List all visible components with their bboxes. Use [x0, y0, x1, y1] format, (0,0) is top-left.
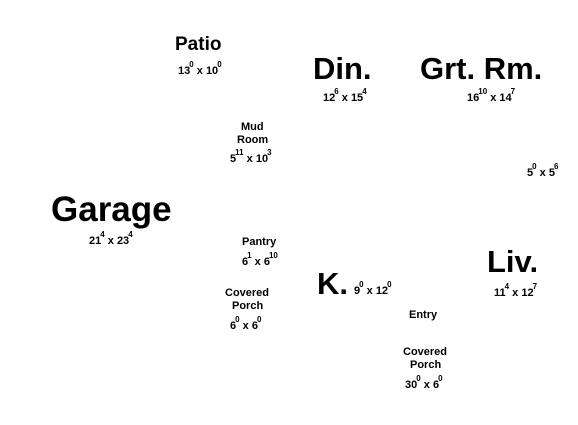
room-label-dining: Din. [313, 51, 372, 86]
room-dimensions-covered-porch-bottom: 300 x 60 [405, 374, 443, 391]
room-label-covered-porch-bottom-line2: Porch [410, 359, 442, 371]
room-dimensions-mud-room: 511 x 103 [230, 148, 272, 165]
room-dimensions-partial-right: 50 x 56 [527, 162, 559, 179]
room-dimensions-patio: 130 x 100 [178, 60, 222, 77]
room-label-entry: Entry [409, 309, 438, 321]
room-dimensions-pantry: 61 x 610 [242, 251, 278, 268]
room-dimensions-kitchen: 90 x 120 [354, 280, 392, 297]
room-label-pantry: Pantry [242, 236, 277, 248]
room-label-covered-porch-left-line2: Porch [232, 300, 264, 312]
room-dimensions-dining: 126 x 154 [323, 87, 367, 104]
room-dimensions-living: 114 x 127 [494, 282, 538, 299]
room-label-covered-porch-bottom-line1: Covered [403, 346, 448, 358]
room-label-living: Liv. [487, 244, 539, 279]
room-label-covered-porch-left-line1: Covered [225, 287, 270, 299]
room-dimensions-covered-porch-left: 60 x 60 [230, 315, 262, 332]
room-dimensions-garage: 214 x 234 [89, 230, 133, 247]
room-label-great-room: Grt. Rm. [420, 51, 543, 86]
room-label-mud-room-line2: Room [237, 134, 269, 146]
room-label-mud-room-line1: Mud [241, 121, 264, 133]
room-label-kitchen: K. [317, 266, 348, 301]
room-dimensions-great-room: 1610 x 147 [467, 87, 516, 104]
room-label-patio: Patio [175, 34, 222, 55]
room-label-garage: Garage [51, 190, 172, 229]
